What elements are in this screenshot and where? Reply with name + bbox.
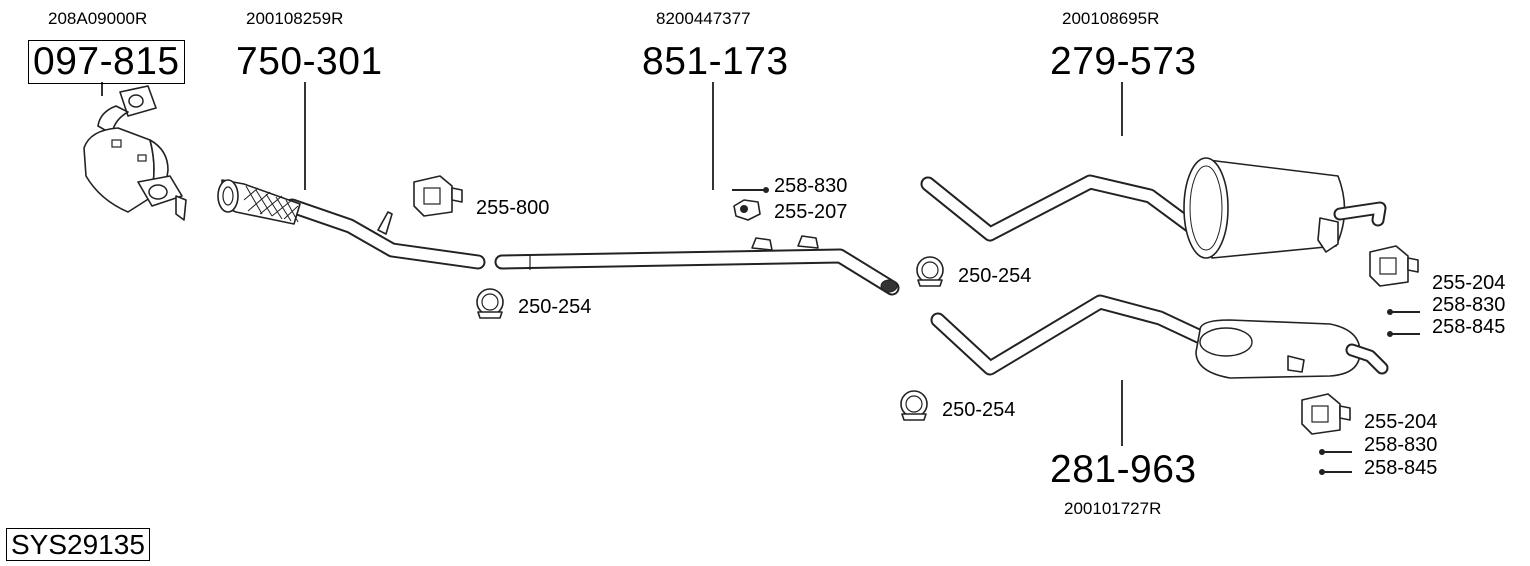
bolt-icon bbox=[1387, 309, 1420, 315]
oem-number: 200108695R bbox=[1062, 9, 1160, 28]
oem-number: 208A09000R bbox=[48, 9, 148, 28]
accessory-label[interactable]: 258-830 bbox=[774, 175, 848, 197]
oem-number: 200101727R bbox=[1064, 499, 1162, 518]
part-number[interactable]: 097-815 bbox=[28, 40, 185, 84]
system-code: SYS29135 bbox=[6, 528, 150, 561]
front-pipe-drawing bbox=[217, 179, 486, 270]
catalytic-converter-drawing bbox=[83, 85, 187, 221]
part-number[interactable]: 851-173 bbox=[642, 40, 789, 83]
middle-pipe-drawing bbox=[494, 235, 900, 296]
accessory-label[interactable]: 258-830 bbox=[1432, 294, 1506, 316]
accessory-label[interactable]: 258-845 bbox=[1432, 316, 1506, 338]
accessory-label[interactable]: 250-254 bbox=[958, 265, 1032, 287]
part-number[interactable]: 750-301 bbox=[236, 40, 383, 83]
accessory-label[interactable]: 258-845 bbox=[1364, 457, 1438, 479]
accessory-label[interactable]: 255-800 bbox=[476, 197, 550, 219]
bolt-icon bbox=[1387, 331, 1420, 337]
hanger-icon bbox=[1369, 245, 1419, 287]
oem-number: 200108259R bbox=[246, 9, 344, 28]
bolt-icon bbox=[1319, 469, 1352, 475]
hanger-icon bbox=[413, 175, 463, 217]
accessory-label[interactable]: 255-207 bbox=[774, 201, 848, 223]
accessory-label[interactable]: 250-254 bbox=[942, 399, 1016, 421]
part-number[interactable]: 281-963 bbox=[1050, 448, 1197, 491]
clamp-icon bbox=[916, 256, 944, 287]
hanger-icon bbox=[1301, 393, 1351, 435]
bolt-icon bbox=[1319, 449, 1352, 455]
clamp-icon bbox=[900, 390, 928, 421]
bracket-icon bbox=[733, 199, 761, 221]
accessory-label[interactable]: 258-830 bbox=[1364, 434, 1438, 456]
rear-silencer-lower-drawing bbox=[930, 294, 1389, 379]
accessory-label[interactable]: 255-204 bbox=[1364, 411, 1438, 433]
oem-number: 8200447377 bbox=[656, 9, 751, 28]
bolt-icon bbox=[732, 187, 769, 193]
clamp-icon bbox=[476, 288, 504, 319]
accessory-label[interactable]: 250-254 bbox=[518, 296, 592, 318]
accessory-label[interactable]: 255-204 bbox=[1432, 272, 1506, 294]
rear-silencer-upper-drawing bbox=[920, 157, 1387, 259]
part-number[interactable]: 279-573 bbox=[1050, 40, 1197, 83]
